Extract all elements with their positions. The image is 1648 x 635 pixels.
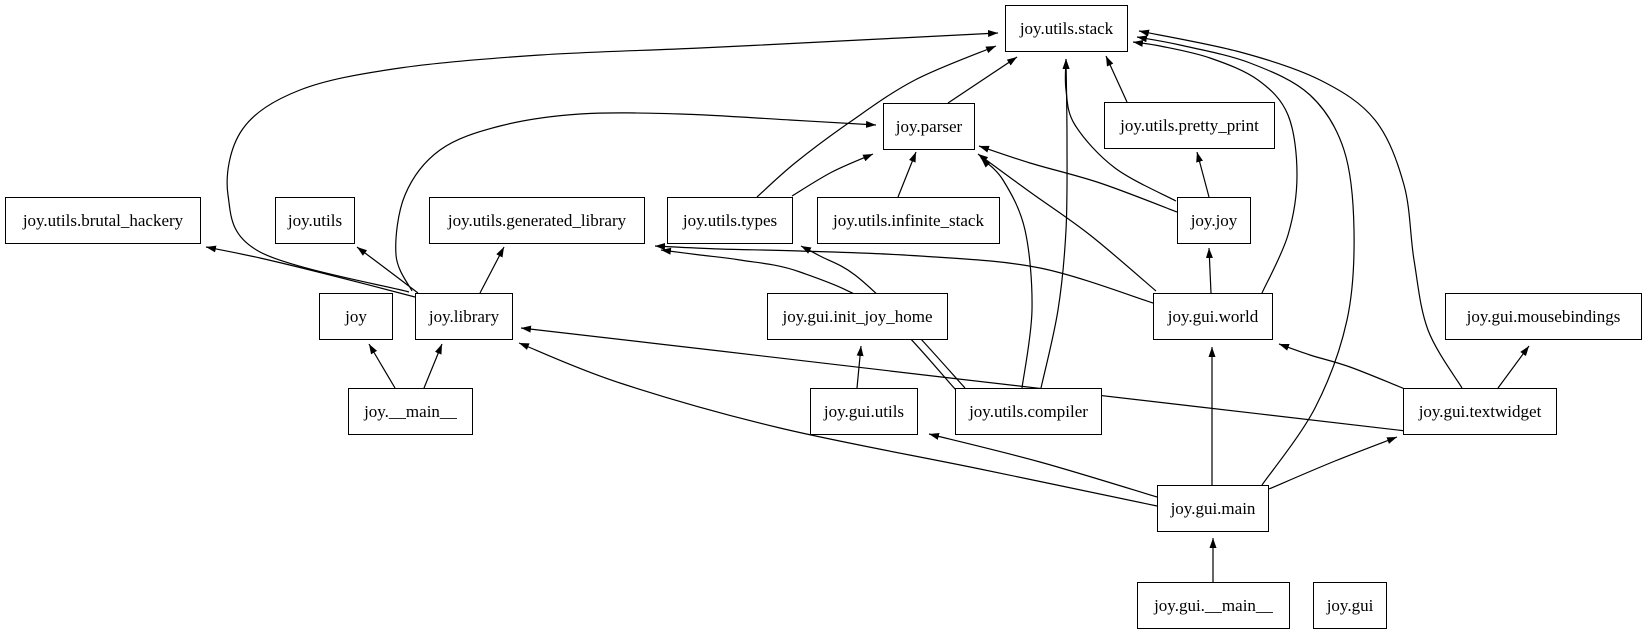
- edge-joy-utils-types-to-joy-utils-stack: [756, 45, 997, 198]
- edge-joy-gui-main-to-joy-gui-utils: [928, 433, 1158, 498]
- edge-joy-gui-world-to-joy-parser: [977, 153, 1157, 292]
- node-joy-joy: joy.joy: [1177, 197, 1251, 244]
- edge-joy-utils-pretty-print-to-joy-utils-stack: [1105, 55, 1128, 103]
- edge-joy-main-to-joy: [368, 343, 396, 389]
- node-joy-utils-compiler: joy.utils.compiler: [955, 388, 1102, 435]
- edge-joy-library-to-joy-parser: [395, 112, 877, 292]
- node-joy-utils-pretty-print: joy.utils.pretty_print: [1104, 102, 1275, 149]
- edge-joy-gui-main-to-joy-gui-textwidget: [1268, 436, 1398, 490]
- node-joy-utils-generated-library: joy.utils.generated_library: [429, 197, 645, 244]
- node-joy-utils: joy.utils: [275, 197, 355, 244]
- node-joy-main: joy.__main__: [348, 388, 473, 435]
- edge-joy-gui-world-to-joy-utils-stack: [1132, 40, 1298, 294]
- edge-joy-gui-world-to-joy-joy: [1205, 247, 1213, 294]
- edge-joy-parser-to-joy-utils-stack: [947, 56, 1018, 104]
- edge-joy-utils-infinite-stack-to-joy-parser: [897, 151, 917, 198]
- edge-joy-gui-textwidget-to-joy-utils-stack: [1138, 29, 1463, 389]
- edge-joy-main-to-joy-library: [423, 343, 443, 389]
- edge-joy-utils-compiler-to-joy-parser: [980, 157, 1033, 389]
- node-joy-gui-world: joy.gui.world: [1153, 293, 1273, 340]
- node-joy-gui-init-joy-home: joy.gui.init_joy_home: [767, 293, 948, 340]
- edge-joy-gui-textwidget-to-joy-gui-world: [1278, 343, 1406, 390]
- edge-joy-gui-main-to-joy-utils-stack: [1136, 35, 1355, 486]
- node-joy-utils-infinite-stack: joy.utils.infinite_stack: [817, 197, 1000, 244]
- node-joy-utils-types: joy.utils.types: [667, 197, 793, 244]
- node-joy-gui-mousebindings: joy.gui.mousebindings: [1445, 293, 1642, 340]
- node-joy-gui-utils: joy.gui.utils: [810, 388, 918, 435]
- edge-joy-gui-main-to-joy-library: [518, 342, 1158, 507]
- edge-joy-gui-textwidget-to-joy-library: [520, 325, 1407, 432]
- edge-joy-utils-types-to-joy-parser: [791, 153, 874, 197]
- node-joy-library: joy.library: [415, 293, 513, 340]
- edge-joy-joy-to-joy-parser: [978, 145, 1178, 213]
- node-joy-gui-main: joy.gui.main: [1157, 485, 1269, 532]
- edge-joy-gui-textwidget-to-joy-gui-mousebindings: [1497, 345, 1530, 389]
- edge-joy-utils-compiler-to-joy-utils-types: [800, 245, 966, 389]
- node-joy-utils-stack: joy.utils.stack: [1005, 5, 1128, 52]
- node-joy-parser: joy.parser: [883, 103, 975, 150]
- node-joy-gui: joy.gui: [1313, 582, 1387, 629]
- edge-joy-utils-compiler-to-joy-utils-stack: [1040, 58, 1070, 389]
- node-joy: joy: [319, 293, 393, 340]
- node-joy-gui-main-module: joy.gui.__main__: [1137, 582, 1290, 629]
- edge-joy-joy-to-joy-utils-pretty-print: [1196, 151, 1210, 198]
- edge-joy-gui-utils-to-joy-gui-init-joy-home: [856, 345, 864, 389]
- edge-joy-library-to-joy-utils-brutal-hackery: [205, 245, 416, 298]
- edge-joy-joy-to-joy-utils-stack: [1062, 58, 1177, 202]
- edge-joy-gui-world-to-joy-utils-generated-library: [654, 242, 1154, 304]
- edge-joy-library-to-joy-utils-stack: [226, 30, 999, 293]
- edge-joy-library-to-joy-utils-generated-library: [479, 246, 505, 294]
- node-joy-utils-brutal-hackery: joy.utils.brutal_hackery: [5, 197, 201, 244]
- node-joy-gui-textwidget: joy.gui.textwidget: [1403, 388, 1557, 435]
